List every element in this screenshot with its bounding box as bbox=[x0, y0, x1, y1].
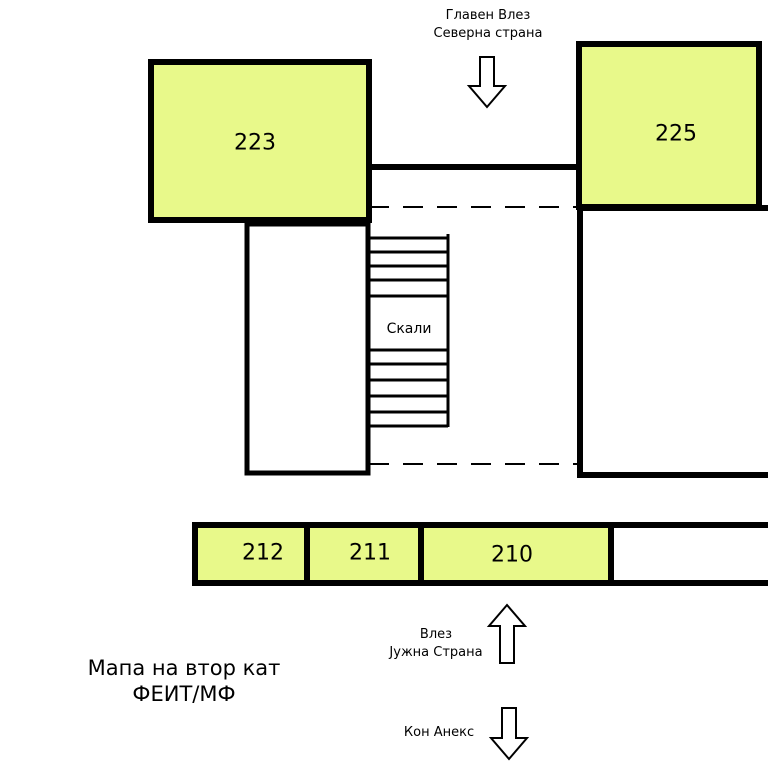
map-title: Мапа на втор кат ФЕИТ/МФ bbox=[88, 655, 281, 707]
north-entrance-arrow-icon bbox=[466, 56, 508, 109]
left-block bbox=[244, 221, 371, 476]
room-212-label: 212 bbox=[242, 540, 284, 566]
main-entrance-label: Главен Влез Северна страна bbox=[434, 7, 543, 43]
room-210[interactable] bbox=[418, 522, 614, 586]
south-entrance-line1: Влез bbox=[419, 627, 453, 642]
room-210-label: 210 bbox=[491, 542, 533, 568]
annex-label: Кон Анекс bbox=[403, 725, 475, 740]
annex-arrow-icon bbox=[488, 707, 530, 761]
room-223-label: 223 bbox=[234, 130, 276, 156]
map-title-line1: Мапа на втор кат bbox=[87, 656, 281, 680]
stairs bbox=[369, 234, 450, 428]
main-entrance-line2: Северна страна bbox=[433, 26, 543, 41]
right-block bbox=[577, 205, 768, 478]
room-211-label: 211 bbox=[349, 540, 391, 566]
stairs-label: Скали bbox=[382, 321, 436, 337]
room-223[interactable] bbox=[148, 59, 372, 223]
south-entrance-label: Влез Јужна Страна bbox=[389, 626, 482, 662]
room-212[interactable] bbox=[192, 522, 310, 586]
map-title-line2: ФЕИТ/МФ bbox=[132, 682, 236, 706]
room-225-label: 225 bbox=[655, 121, 697, 147]
main-entrance-line1: Главен Влез bbox=[445, 8, 531, 23]
south-entrance-line2: Јужна Страна bbox=[389, 645, 483, 660]
south-entrance-arrow-icon bbox=[486, 603, 528, 664]
